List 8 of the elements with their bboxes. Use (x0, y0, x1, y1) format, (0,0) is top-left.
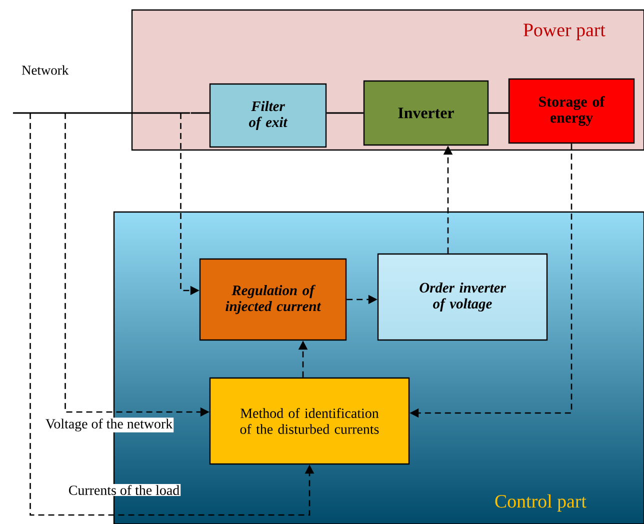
process-box: Filter of exit (209, 83, 327, 148)
process-box: Order inverter of voltage (377, 253, 548, 341)
process-box: Inverter (363, 80, 489, 146)
edge-label: Voltage of the network (44, 418, 174, 432)
process-box: Regulation of injected current (199, 258, 347, 341)
process-box: Method of identification of the disturbed currents (209, 377, 410, 465)
edge-label: Currents of the load (67, 484, 181, 496)
process-box: Storage of energy (508, 78, 635, 144)
